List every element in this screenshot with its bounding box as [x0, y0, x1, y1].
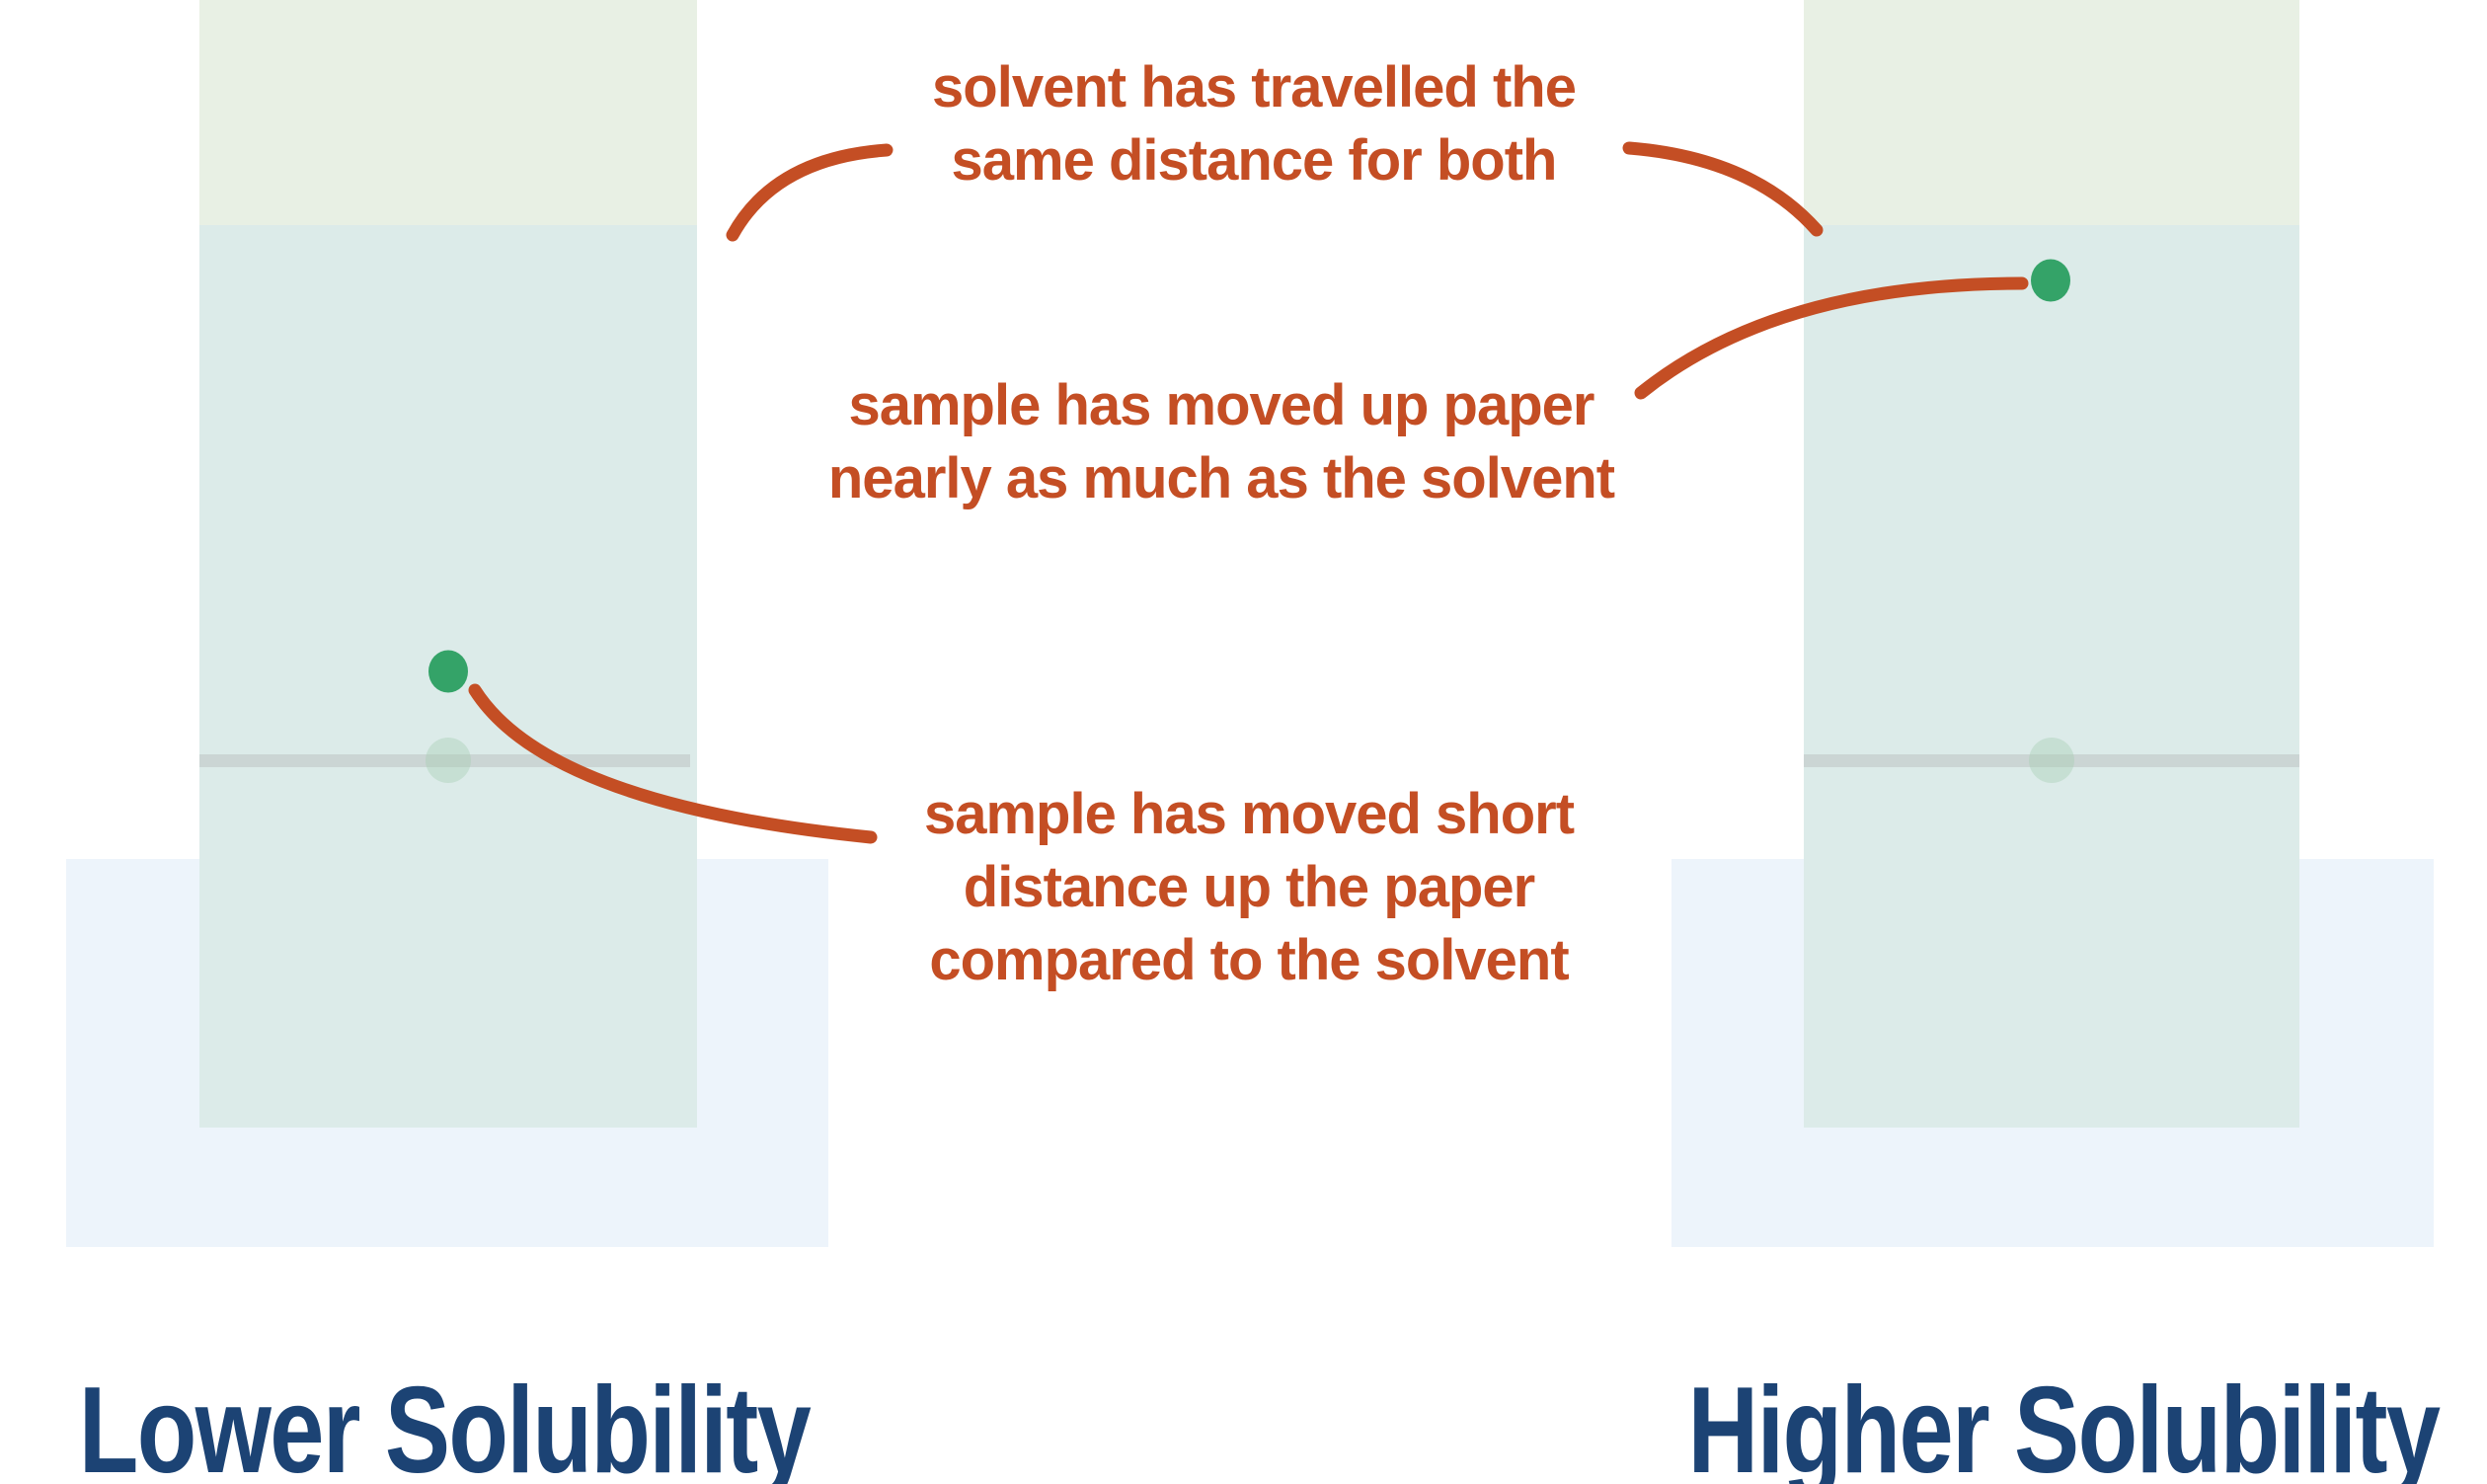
annotation-line: compared to the solvent: [929, 928, 1569, 993]
annotation-solvent-front: solvent has travelled the same distance …: [932, 51, 1577, 197]
paper-strip-left: [199, 0, 697, 1128]
origin-spot-ghost-right: [2029, 738, 2074, 783]
baseline-right: [1804, 754, 2299, 767]
origin-spot-ghost-left: [426, 738, 471, 783]
sample-spot-right: [2031, 259, 2070, 302]
curve-to-left-solvent-front: [726, 143, 894, 242]
annotation-high-solubility: sample has moved up paper nearly as much…: [827, 369, 1615, 515]
annotation-line: solvent has travelled the: [932, 55, 1577, 119]
sample-spot-left: [428, 650, 468, 693]
annotation-line: same distance for both: [951, 128, 1558, 194]
annotation-line: sample has moved short: [923, 782, 1575, 846]
label-lower-solubility: Lower Solubility: [78, 1363, 812, 1484]
annotation-line: distance up the paper: [963, 855, 1535, 920]
label-higher-solubility: Higher Solubility: [1687, 1363, 2442, 1484]
annotation-line: sample has moved up paper: [848, 373, 1594, 437]
curve-to-right-solvent-front: [1622, 141, 1824, 237]
paper-strip-right: [1804, 0, 2299, 1128]
annotation-low-solubility: sample has moved short distance up the p…: [923, 778, 1575, 998]
annotation-line: nearly as much as the solvent: [827, 446, 1615, 511]
paper-dry-region-left: [199, 0, 697, 225]
paper-dry-region-right: [1804, 0, 2299, 225]
